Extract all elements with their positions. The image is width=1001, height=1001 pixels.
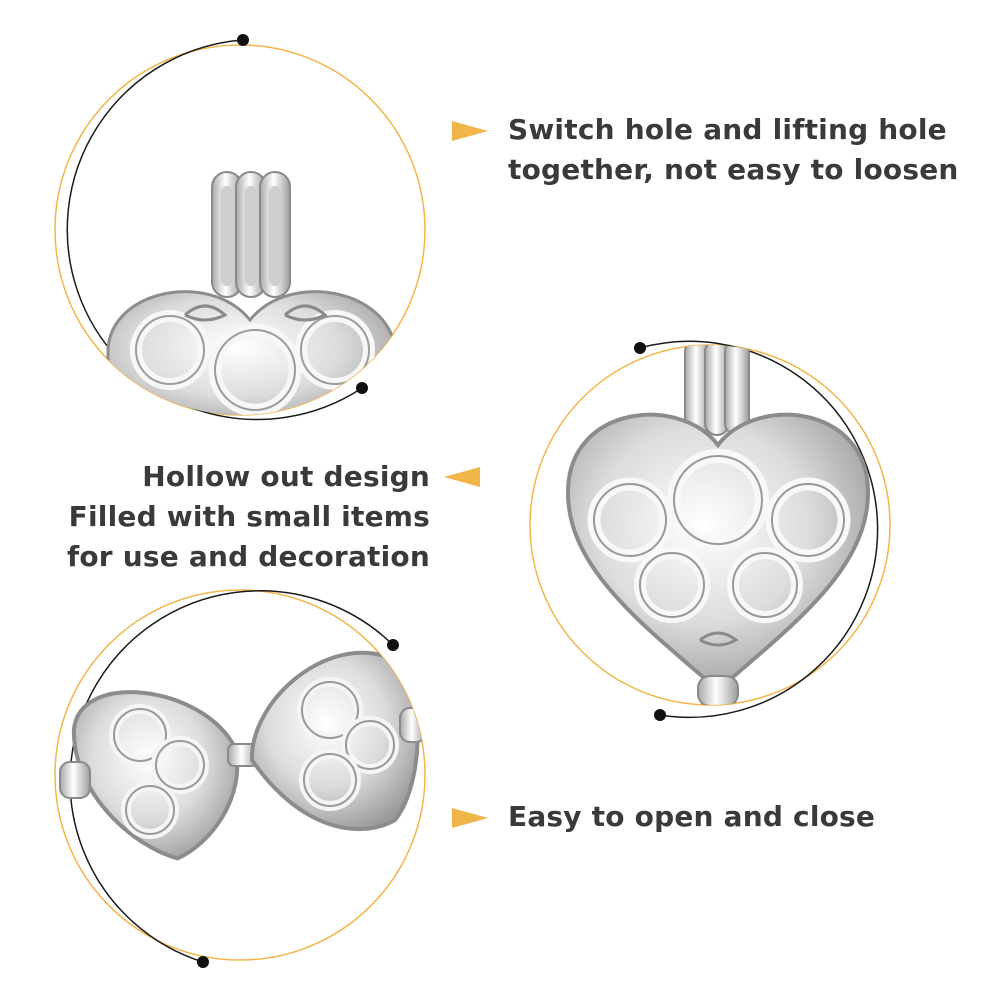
caption-line: for use and decoration [66,540,430,573]
pendant-bail-photo [106,171,397,415]
black-dot-icon [387,639,399,651]
caption-line: Switch hole and lifting hole [508,113,947,146]
caption-line: Filled with small items [68,500,430,533]
black-dot-icon [356,382,368,394]
black-dot-icon [197,956,209,968]
caption-line: Easy to open and close [508,800,876,833]
caption-switch-hole: Switch hole and lifting hole together, n… [508,110,959,190]
accent-ring [54,589,426,961]
black-dot-icon [654,709,666,721]
caption-line: Hollow out design [142,460,430,493]
detail-circle-hollow-heart [529,340,891,721]
caption-line: together, not easy to loosen [508,153,959,186]
right-triangle-icon [452,121,488,141]
detail-circle-open-locket [54,589,426,968]
caption-hollow-design: Hollow out design Filled with small item… [60,457,430,577]
caption-open-close: Easy to open and close [508,797,875,837]
black-dot-icon [237,34,249,46]
pendant-heart-photo [565,345,871,705]
open-locket-photo [59,650,425,861]
black-dot-icon [634,342,646,354]
right-triangle-icon [452,808,488,828]
detail-circle-bail [54,34,426,421]
left-triangle-icon [444,467,480,487]
outline-arc [66,39,363,421]
outline-arc [69,590,394,963]
